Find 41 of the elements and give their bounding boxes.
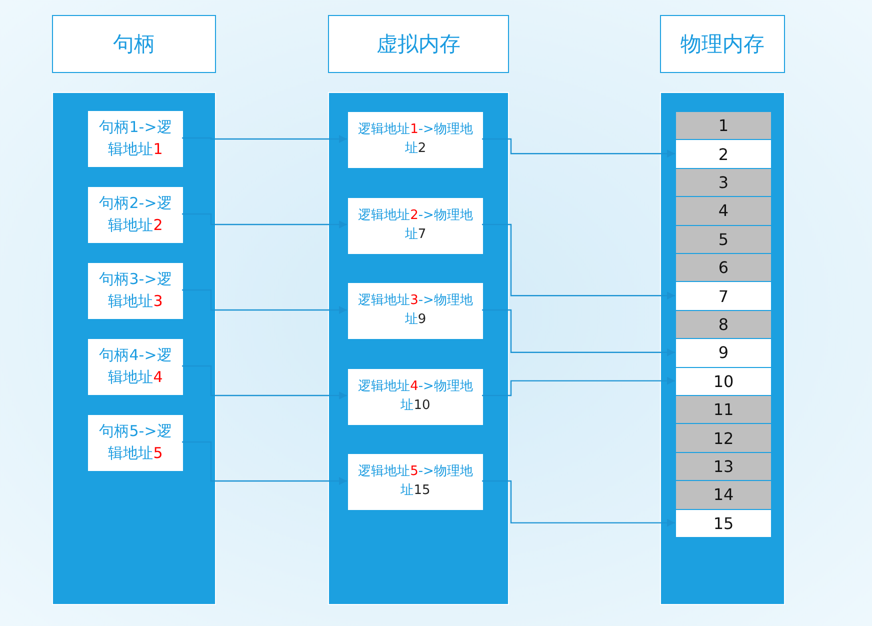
memory-cell: 2	[676, 140, 771, 169]
memory-cell: 6	[676, 254, 771, 282]
arrow	[182, 213, 347, 228]
arrow	[482, 138, 675, 158]
handle-mapping-box: 句柄5->逻辑地址5	[88, 415, 183, 471]
arrow	[482, 224, 675, 300]
memory-cell: 15	[676, 510, 771, 538]
memory-cell: 12	[676, 424, 771, 453]
memory-cell: 11	[676, 396, 771, 424]
arrow	[182, 289, 347, 314]
arrow	[482, 309, 675, 356]
memory-cell: 1	[676, 112, 771, 140]
memory-cell: 10	[676, 368, 771, 396]
memory-cell: 5	[676, 226, 771, 254]
column-header: 虚拟内存	[328, 15, 509, 73]
arrow	[482, 480, 675, 527]
arrow	[182, 135, 347, 143]
arrow	[182, 365, 347, 400]
address-mapping-box: 逻辑地址2->物理地址7	[348, 198, 483, 254]
column-header: 句柄	[52, 15, 216, 73]
handle-mapping-box: 句柄2->逻辑地址2	[88, 187, 183, 243]
memory-cell: 9	[676, 339, 771, 368]
memory-cell: 7	[676, 282, 771, 311]
column-panel	[660, 92, 785, 605]
address-mapping-box: 逻辑地址4->物理地址10	[348, 368, 483, 424]
column-panel	[52, 92, 216, 605]
column-panel	[328, 92, 509, 605]
address-mapping-box: 逻辑地址1->物理地址2	[348, 112, 483, 168]
memory-cell: 14	[676, 481, 771, 510]
handle-mapping-box: 句柄4->逻辑地址4	[88, 339, 183, 395]
handle-mapping-box: 句柄1->逻辑地址1	[88, 111, 183, 167]
arrow	[482, 376, 675, 396]
memory-cell: 13	[676, 452, 771, 482]
address-mapping-box: 逻辑地址3->物理地址9	[348, 283, 483, 339]
column-header: 物理内存	[660, 15, 785, 73]
memory-cell: 4	[676, 197, 771, 226]
arrow	[182, 441, 347, 485]
memory-cell: 3	[676, 168, 771, 198]
address-mapping-box: 逻辑地址5->物理地址15	[348, 454, 483, 510]
handle-mapping-box: 句柄3->逻辑地址3	[88, 263, 183, 319]
memory-cell: 8	[676, 310, 771, 340]
